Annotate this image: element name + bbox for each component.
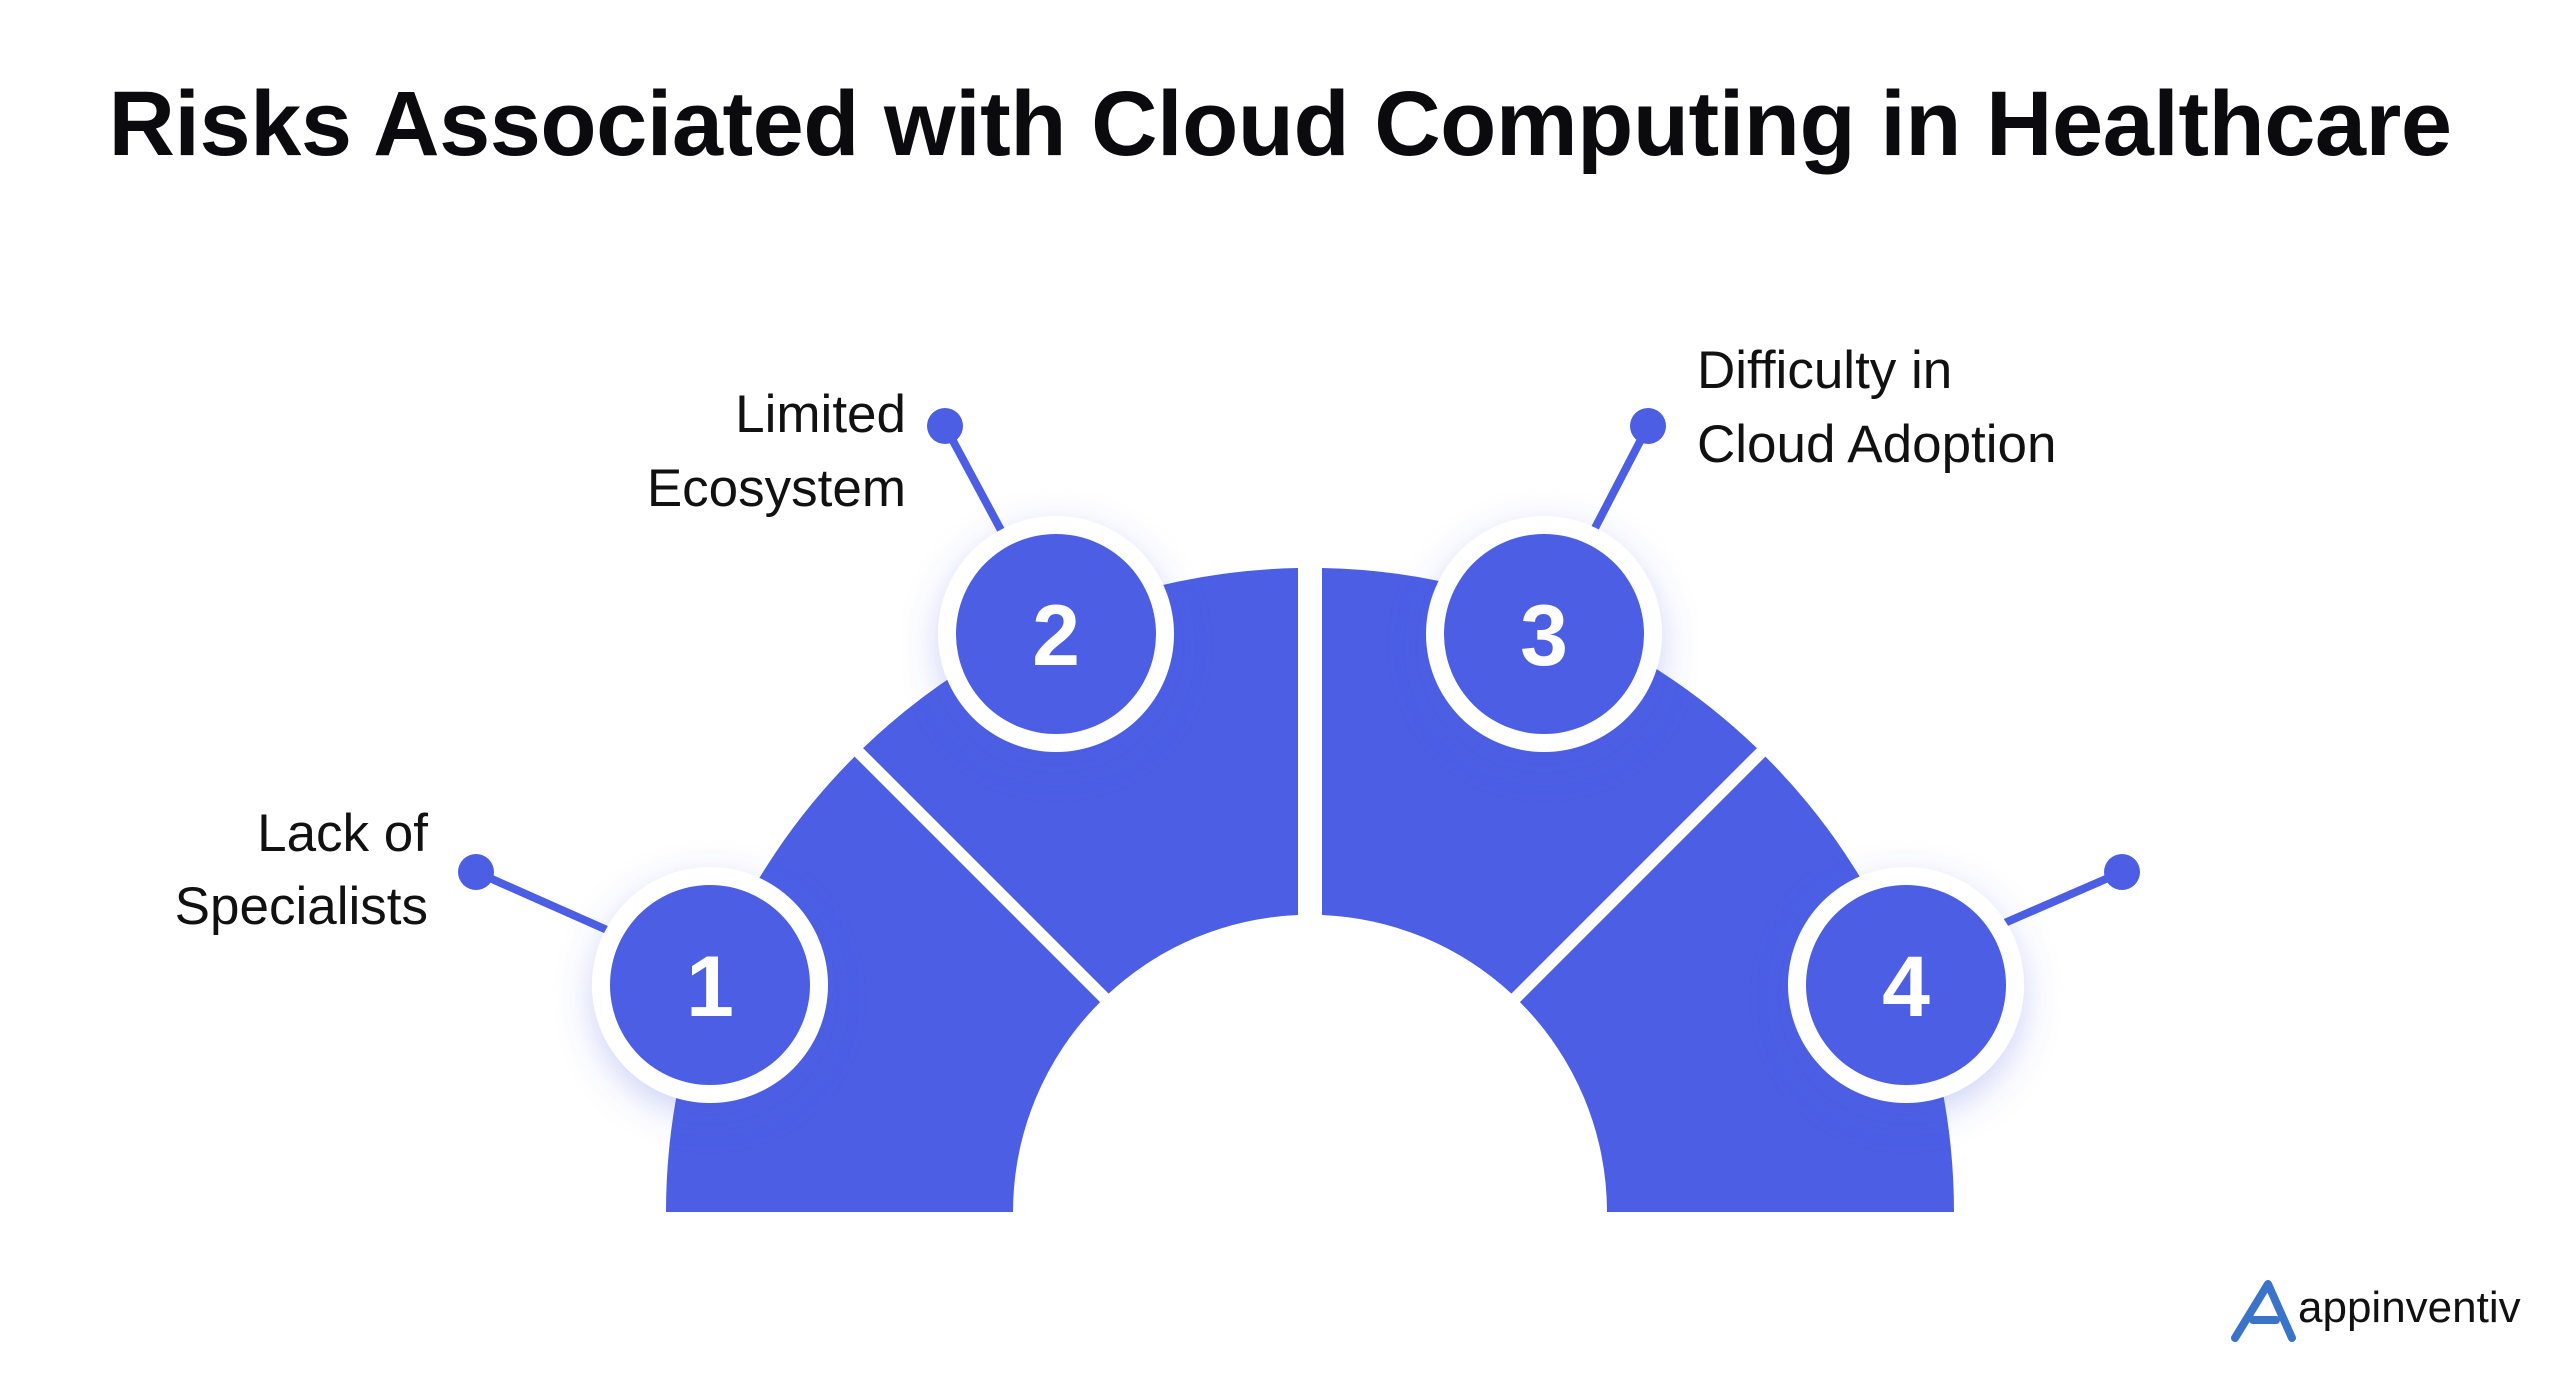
label-3-line-2: Cloud Adoption — [1697, 415, 2057, 474]
connector-line-3 — [1590, 422, 1652, 534]
label-1-line-2: Specialists — [175, 877, 428, 936]
page-title: Risks Associated with Cloud Computing in… — [108, 73, 2452, 175]
semicircle-segments — [666, 568, 1954, 1212]
appinventiv-logo-icon — [2231, 1280, 2296, 1342]
connector-dot-3 — [1630, 408, 1666, 444]
number-badge-2: 2 — [938, 516, 1174, 752]
label-3: Difficulty in Cloud Adoption — [1697, 341, 2057, 474]
label-3-line-1: Difficulty in — [1697, 341, 1952, 400]
number-badge-1: 1 — [592, 867, 828, 1103]
segment-1 — [666, 756, 1101, 1212]
label-2-line-1: Limited — [735, 385, 906, 444]
connector-line-4 — [1996, 868, 2126, 929]
connector-lines — [472, 422, 2126, 934]
segment-4 — [1519, 756, 1954, 1212]
connector-line-2 — [941, 422, 1006, 536]
connector-dot-4 — [2104, 854, 2140, 890]
number-badge-3: 3 — [1426, 516, 1662, 752]
label-2-line-2: Ecosystem — [647, 459, 906, 518]
connector-line-1 — [472, 868, 611, 934]
badge-number-4: 4 — [1882, 939, 1930, 1035]
badge-number-2: 2 — [1032, 588, 1080, 684]
badge-number-1: 1 — [686, 939, 734, 1035]
connector-dot-2 — [927, 408, 963, 444]
brand-name: appinventiv — [2298, 1283, 2521, 1332]
brand-logo: appinventiv — [2231, 1280, 2521, 1342]
label-1: Lack of Specialists — [175, 804, 429, 936]
connector-dots — [458, 408, 2140, 890]
label-1-line-1: Lack of — [257, 804, 428, 863]
connector-dot-1 — [458, 854, 494, 890]
number-badge-4: 4 — [1788, 867, 2024, 1103]
label-2: Limited Ecosystem — [647, 385, 906, 518]
badge-number-3: 3 — [1520, 588, 1568, 684]
